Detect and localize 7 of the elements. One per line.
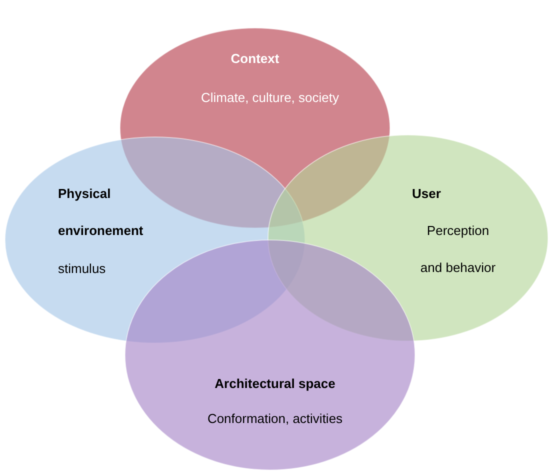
set-title: Architectural space (214, 375, 336, 393)
set-description: Conformation, activities (206, 410, 344, 428)
set-title: User (412, 185, 442, 203)
set-description: Climate, culture, society (200, 89, 340, 107)
set-title: Context (230, 50, 280, 68)
set-description: stimulus (58, 260, 107, 278)
set-description: Perception and behavior (420, 222, 496, 277)
